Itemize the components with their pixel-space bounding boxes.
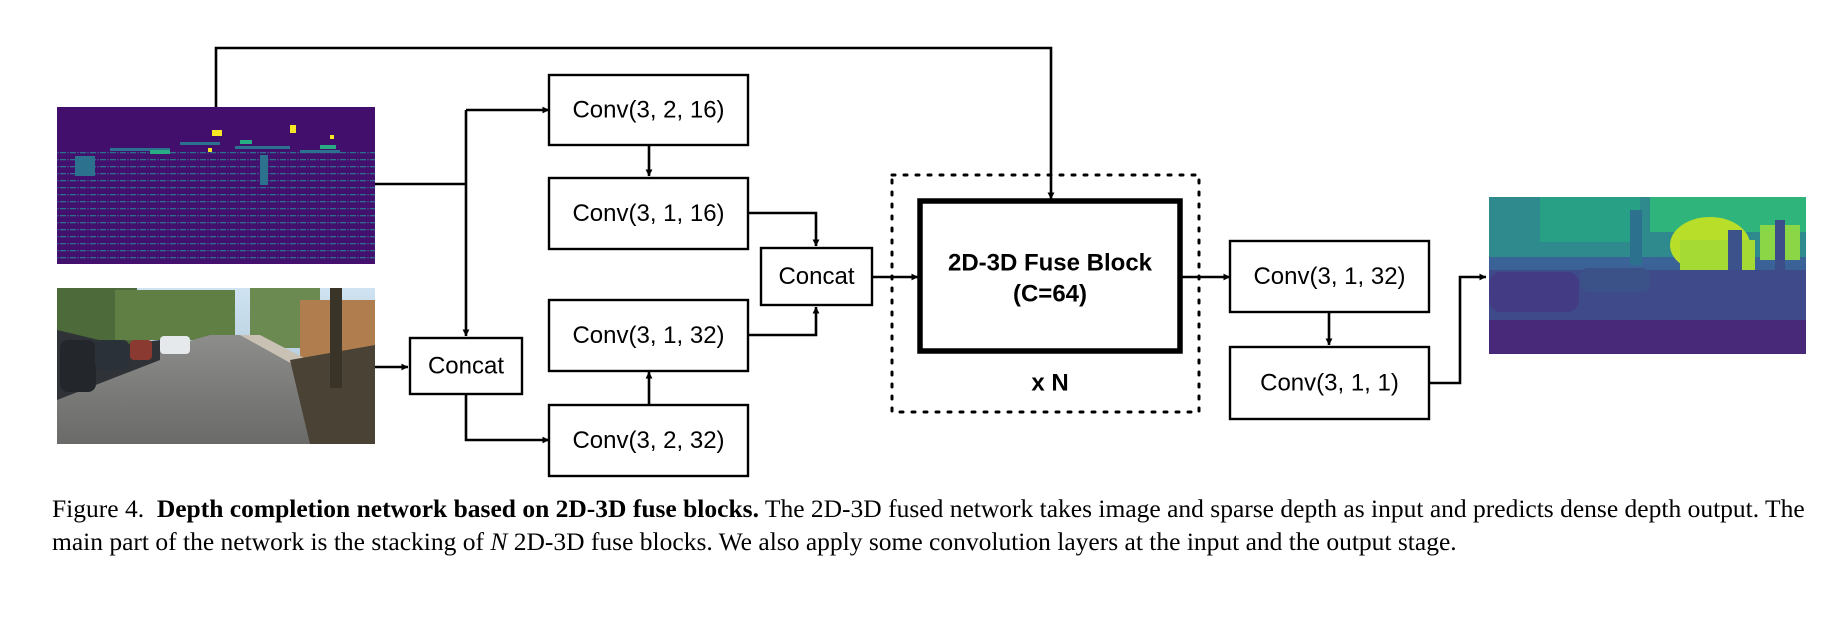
caption-symbol-n: N [490, 527, 508, 556]
conv-out2-block: Conv(3, 1, 1) [1228, 345, 1431, 421]
fuse-block-title: 2D-3D Fuse Block [948, 250, 1153, 277]
figure-caption: Figure 4. Depth completion network based… [52, 492, 1822, 558]
concat-mid-label: Concat [778, 263, 854, 290]
fuse-block: 2D-3D Fuse Block (C=64) [917, 198, 1183, 354]
concat-mid-block: Concat [759, 246, 874, 307]
rgb-image [57, 288, 375, 444]
connectors [214, 46, 1487, 444]
conv-bottom-label: Conv(3, 2, 32) [572, 427, 724, 454]
caption-title: Depth completion network based on 2D-3D … [156, 494, 759, 523]
conv-top2-label: Conv(3, 1, 16) [572, 200, 724, 227]
figure-label: Figure 4. [52, 494, 145, 523]
fuse-block-param: (C=64) [1013, 281, 1087, 308]
conv-top2-block: Conv(3, 1, 16) [547, 176, 750, 251]
conv-mid-label: Conv(3, 1, 32) [572, 322, 724, 349]
caption-text-1: The 2D-3D fused network takes image and … [52, 494, 1805, 556]
conv-out1-label: Conv(3, 1, 32) [1253, 263, 1405, 290]
conv-bottom-block: Conv(3, 2, 32) [547, 403, 750, 478]
conv-top-label: Conv(3, 2, 16) [572, 97, 724, 124]
repeat-region [890, 173, 1201, 414]
dense-depth-image [1489, 197, 1806, 354]
concat-input-label: Concat [428, 353, 504, 380]
repeat-label: x N [1031, 370, 1068, 397]
concat-input-block: Concat [408, 336, 524, 396]
sparse-depth-image [57, 107, 375, 264]
conv-mid-block: Conv(3, 1, 32) [547, 298, 750, 373]
conv-out1-block: Conv(3, 1, 32) [1228, 239, 1431, 314]
conv-out2-label: Conv(3, 1, 1) [1260, 370, 1399, 397]
caption-text-2: 2D-3D fuse blocks. We also apply some co… [513, 527, 1457, 556]
conv-top-block: Conv(3, 2, 16) [547, 73, 750, 147]
